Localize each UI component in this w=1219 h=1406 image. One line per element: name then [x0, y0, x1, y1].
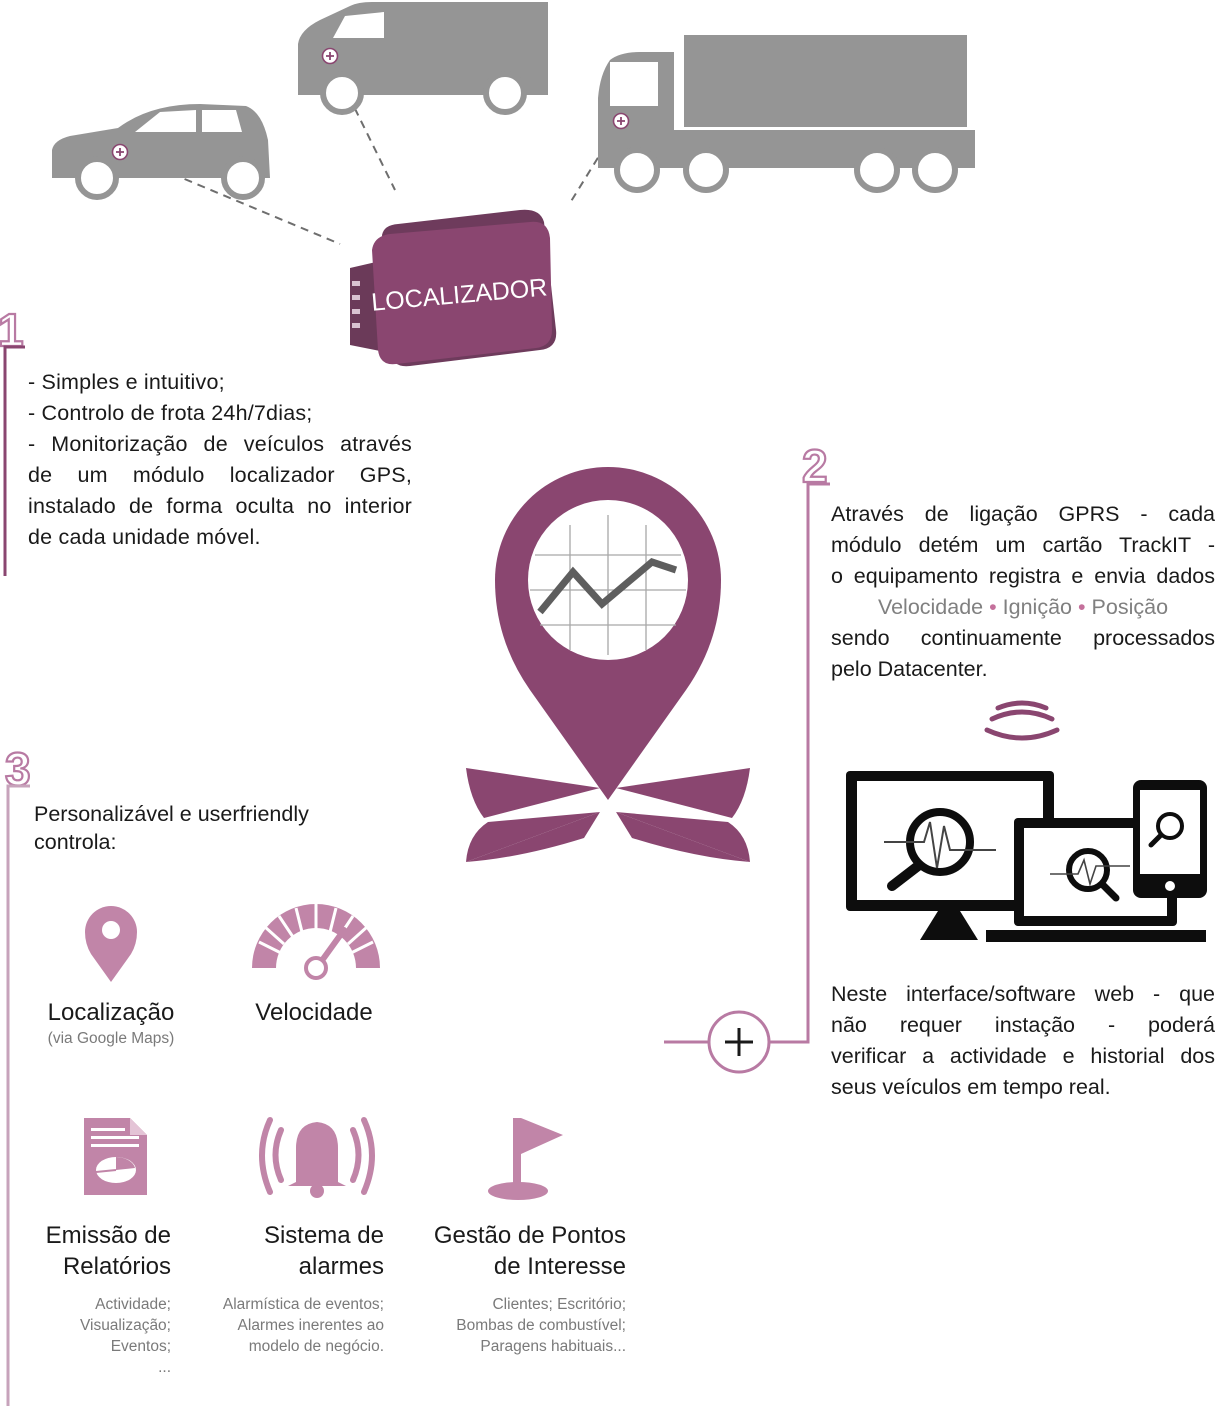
data-items-list: Velocidade•Ignição•Posição — [831, 592, 1215, 623]
car-icon — [52, 104, 270, 200]
flag-icon — [488, 1118, 563, 1200]
feature-subtitle: Alarmística de eventos; — [222, 1296, 384, 1313]
web-line: não requer instação - poderá — [831, 1013, 1215, 1037]
section-2-line: pelo Datacenter. — [831, 657, 988, 681]
feature-title: Relatórios — [62, 1253, 171, 1280]
plus-icon — [707, 1010, 771, 1074]
feature-subtitle: Bombas de combustível; — [456, 1317, 626, 1334]
section-1-line: - Monitorização de veículos através — [28, 432, 412, 456]
feature-location: Localização (via Google Maps) — [30, 997, 192, 1049]
feature-reports: Emissão de Relatórios Actividade; Visual… — [20, 1220, 171, 1378]
map-pin-chart-icon — [466, 467, 750, 862]
section-1-line: - Simples e intuitivo; — [28, 370, 225, 394]
feature-subtitle: (via Google Maps) — [47, 1030, 175, 1047]
feature-title: Emissão de — [45, 1222, 171, 1249]
devices-icon — [846, 771, 1207, 942]
feature-subtitle: Visualização; — [79, 1317, 171, 1334]
tracker-marker-icons — [111, 47, 630, 161]
data-item-position: Posição — [1091, 595, 1169, 619]
section-1-line: de cada unidade móvel. — [28, 525, 261, 549]
section-3-intro: Personalizável e userfriendly controla: — [34, 800, 394, 856]
feature-subtitle: Actividade; — [95, 1296, 171, 1313]
wifi-signal-icon — [984, 700, 1060, 741]
step-3-bracket: 3 — [4, 742, 32, 1406]
feature-title: Gestão de Pontos — [433, 1222, 626, 1249]
location-pin-icon — [85, 906, 137, 982]
section-2-line: Através de ligação GPRS - cada — [831, 502, 1215, 526]
step-1-bracket: 1 — [0, 303, 25, 576]
section-3-intro-line: controla: — [34, 830, 117, 854]
feature-speed: Velocidade — [232, 997, 396, 1028]
feature-subtitle: Alarmes inerentes ao — [237, 1317, 384, 1334]
feature-points-of-interest: Gestão de Pontos de Interesse Clientes; … — [400, 1220, 626, 1357]
section-1-line: instalado de forma oculta no interior — [28, 494, 412, 518]
feature-title: de Interesse — [493, 1253, 626, 1280]
separator-dot: • — [1078, 595, 1086, 619]
section-2-line: módulo detém um cartão TrackIT - — [831, 533, 1215, 557]
feature-title: Velocidade — [255, 999, 373, 1026]
step-2-number: 2 — [802, 440, 828, 492]
feature-title: Localização — [47, 999, 175, 1026]
section-1-line: de um módulo localizador GPS, — [28, 463, 412, 487]
section-2-line: o equipamento registra e envia dados — [831, 564, 1215, 588]
feature-subtitle: Eventos; — [110, 1338, 171, 1355]
truck-icon — [598, 35, 975, 193]
section-3-intro-line: Personalizável e userfriendly — [34, 802, 309, 826]
feature-subtitle: modelo de negócio. — [248, 1338, 384, 1355]
feature-subtitle: Paragens habituais... — [480, 1338, 626, 1355]
step-2-bracket: 2 — [664, 439, 830, 1044]
section-2-text: Através de ligação GPRS - cada módulo de… — [831, 499, 1215, 685]
section-1-line: - Controlo de frota 24h/7dias; — [28, 401, 313, 425]
report-icon — [84, 1118, 147, 1195]
feature-alarms: Sistema de alarmes Alarmística de evento… — [190, 1220, 384, 1357]
separator-dot: • — [989, 595, 997, 619]
web-line: Neste interface/software web - que — [831, 982, 1215, 1006]
data-item-speed: Velocidade — [877, 595, 984, 619]
feature-title: alarmes — [298, 1253, 384, 1280]
speedometer-icon — [252, 904, 380, 980]
alarm-bell-icon — [259, 1117, 375, 1198]
van-icon — [298, 2, 548, 115]
feature-subtitle: ... — [158, 1359, 171, 1376]
web-interface-text: Neste interface/software web - que não r… — [831, 979, 1215, 1103]
gps-tracker-icon: LOCALIZADOR — [350, 209, 557, 367]
data-item-ignition: Ignição — [1002, 595, 1073, 619]
feature-subtitle: Clientes; Escritório; — [492, 1296, 626, 1313]
web-line: verificar a actividade e historial dos — [831, 1044, 1215, 1068]
feature-title: Sistema de — [263, 1222, 384, 1249]
section-2-line: sendo continuamente processados — [831, 626, 1215, 650]
web-line: seus veículos em tempo real. — [831, 1075, 1111, 1099]
section-1-text: - Simples e intuitivo; - Controlo de fro… — [28, 367, 412, 553]
